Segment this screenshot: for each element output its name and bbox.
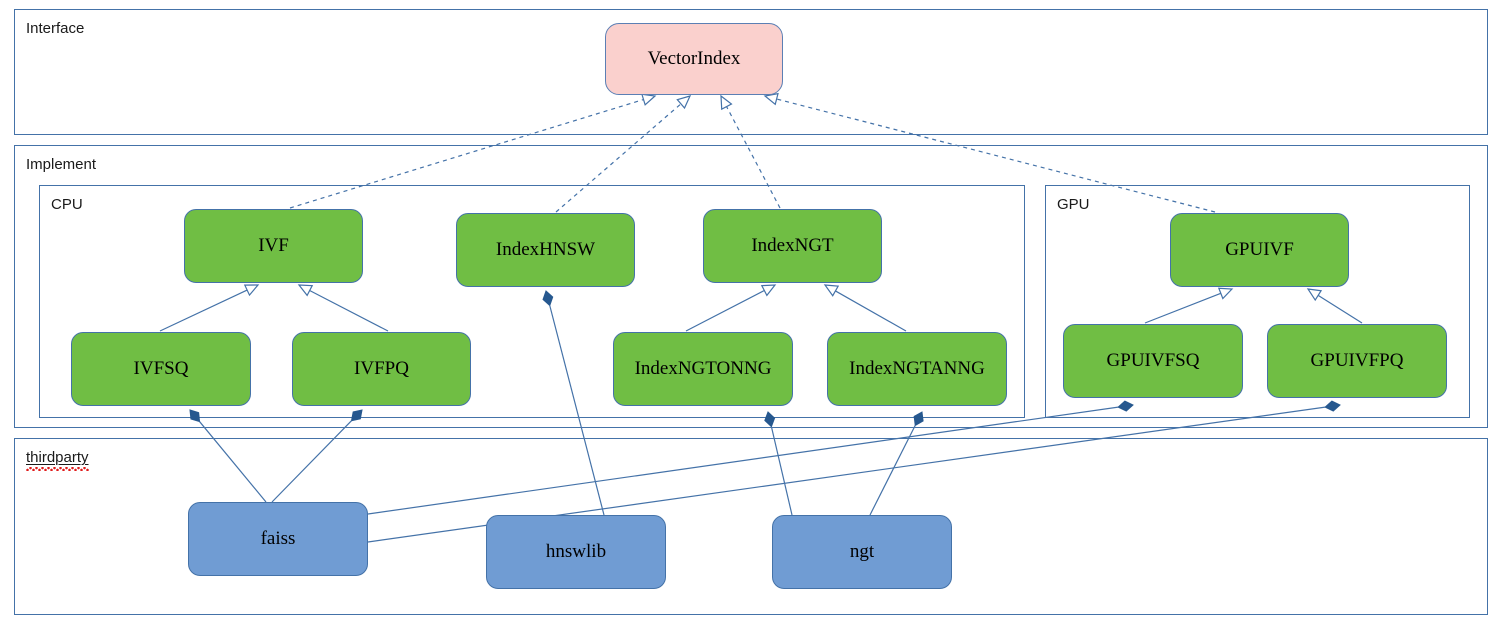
node-label: IndexNGT [751, 234, 834, 256]
node-indexhnsw[interactable]: IndexHNSW [456, 213, 635, 287]
group-label-interface: Interface [26, 20, 85, 37]
group-label-thirdparty: thirdparty [26, 450, 89, 471]
node-label: faiss [260, 527, 296, 549]
node-ivfsq[interactable]: IVFSQ [71, 332, 251, 406]
node-label: IVFPQ [354, 357, 409, 379]
node-indexngt[interactable]: IndexNGT [703, 209, 882, 283]
node-label: GPUIVF [1225, 238, 1294, 260]
spellcheck-squiggle-icon [26, 467, 89, 471]
group-label-implement: Implement [26, 156, 97, 173]
node-label: VectorIndex [647, 47, 741, 69]
group-label-gpu: GPU [1057, 196, 1090, 213]
node-gpuivfpq[interactable]: GPUIVFPQ [1267, 324, 1447, 398]
node-label: IndexNGTONNG [634, 357, 772, 379]
node-ivfpq[interactable]: IVFPQ [292, 332, 471, 406]
node-label: GPUIVFPQ [1310, 349, 1404, 371]
group-label-cpu: CPU [51, 196, 83, 213]
node-gpuivfsq[interactable]: GPUIVFSQ [1063, 324, 1243, 398]
node-faiss[interactable]: faiss [188, 502, 368, 576]
node-ivf[interactable]: IVF [184, 209, 363, 283]
node-label: IndexHNSW [495, 238, 596, 260]
node-label: ngt [849, 540, 875, 562]
node-gpuivf[interactable]: GPUIVF [1170, 213, 1349, 287]
node-label: IVF [258, 234, 289, 256]
node-label: GPUIVFSQ [1106, 349, 1200, 371]
node-vectorindex[interactable]: VectorIndex [605, 23, 783, 95]
node-hnswlib[interactable]: hnswlib [486, 515, 666, 589]
node-ngt[interactable]: ngt [772, 515, 952, 589]
node-label: IVFSQ [133, 357, 189, 379]
node-label: hnswlib [545, 540, 607, 562]
node-label: IndexNGTANNG [849, 357, 985, 379]
node-indexngtonng[interactable]: IndexNGTONNG [613, 332, 793, 406]
node-indexngtanng[interactable]: IndexNGTANNG [827, 332, 1007, 406]
